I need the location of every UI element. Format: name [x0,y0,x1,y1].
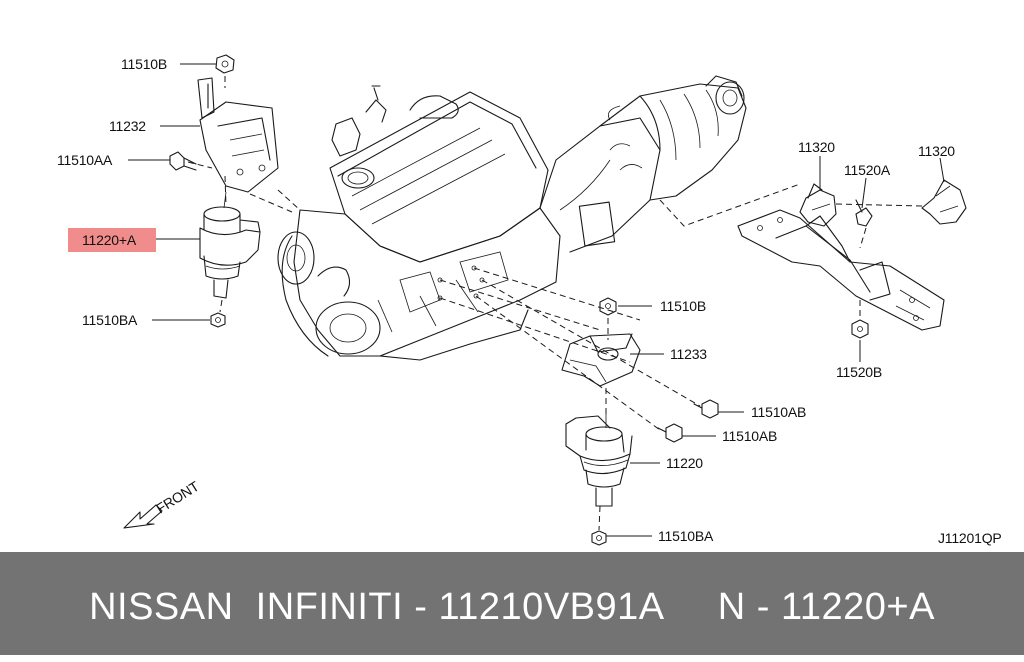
label-11520b: 11520B [836,364,882,380]
rear-mount-11320b [921,179,967,225]
assembly-lines [187,76,923,531]
label-11510ab-2: 11510AB [722,428,777,444]
label-11232: 11232 [109,118,146,134]
label-11220: 11220 [666,455,703,471]
leader-lines [128,63,945,537]
part-number-caption: NISSAN INFINITI - 11210VB91A N - 11220+A [89,586,935,628]
engine-mount-11220a [199,191,261,299]
highlight-box [68,228,156,252]
bolt-11520a [855,199,873,227]
label-11220a: 11220+A [82,232,137,248]
label-11510ab-1: 11510AB [751,404,806,420]
label-11320-a: 11320 [798,139,835,155]
bolt-11510ab-1 [693,399,719,419]
engine-mount-11220 [565,414,633,507]
label-11510b-top: 11510B [121,56,167,72]
nut-11510ba-bottom [591,530,607,546]
label-11520a: 11520A [844,162,891,178]
label-11233: 11233 [670,346,707,362]
front-arrow: FRONT [123,478,202,529]
bolt-11510ab-2 [657,423,683,443]
engine-assembly [277,75,747,361]
nut-11510ba-left [210,312,226,328]
label-11510ba-bottom: 11510BA [658,528,714,544]
bracket-11232 [197,77,279,193]
front-label: FRONT [153,478,202,517]
label-11320-b: 11320 [918,143,955,159]
illustration-code: J11201QP [938,530,1002,546]
bracket-11233 [561,333,641,387]
exploded-view: 11510B 11232 11510AA 11220+A 11510BA 113… [57,54,1002,546]
bolt-11510aa [169,151,197,171]
nut-11520b [851,319,869,339]
footer-bar: NISSAN INFINITI - 11210VB91A N - 11220+A [0,552,1024,655]
label-11510aa: 11510AA [57,152,113,168]
nut-11510b-top [215,54,235,74]
label-11510ba-left: 11510BA [82,312,138,328]
nut-11510b-mid [599,297,617,316]
front-arrow-icon [123,504,163,529]
rear-crossmember [737,209,945,331]
rear-mount-11320a [799,183,837,227]
parts-diagram: 11510B 11232 11510AA 11220+A 11510BA 113… [57,54,1002,546]
label-11510b-mid: 11510B [660,298,706,314]
